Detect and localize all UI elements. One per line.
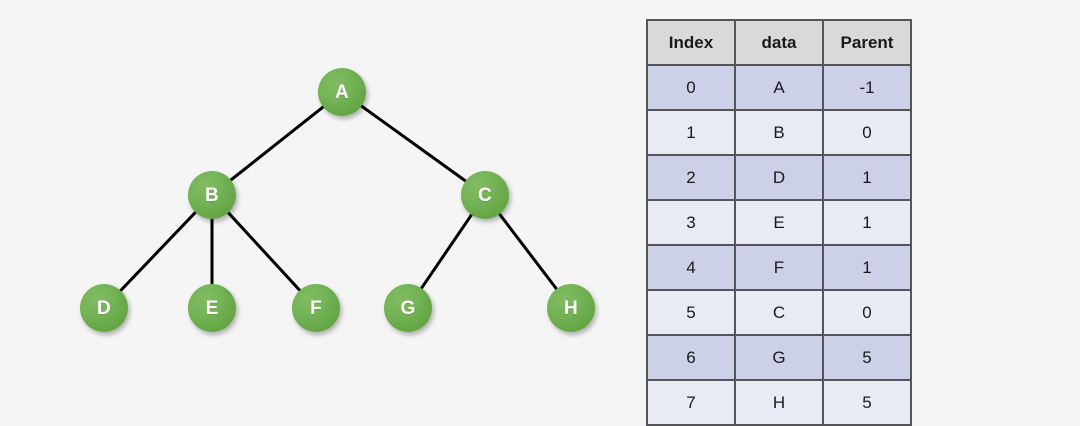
tree-node-e[interactable]: E — [188, 284, 236, 332]
cell-parent: 5 — [822, 379, 912, 426]
tree-node-label: C — [478, 184, 492, 206]
tree-diagram: A B C D E F G H — [80, 68, 595, 332]
tree-node-label: D — [97, 297, 111, 319]
cell-index: 6 — [646, 334, 736, 381]
cell-data: D — [734, 154, 824, 201]
cell-data: B — [734, 109, 824, 156]
cell-index: 4 — [646, 244, 736, 291]
cell-data: H — [734, 379, 824, 426]
tree-edge-b-f — [225, 209, 303, 294]
tree-node-a[interactable]: A — [318, 68, 366, 116]
tree-edge-a-b — [227, 104, 327, 183]
tree-edge-c-h — [496, 211, 560, 292]
tree-node-f[interactable]: F — [292, 284, 340, 332]
cell-parent: 1 — [822, 154, 912, 201]
column-header-index: Index — [646, 19, 736, 66]
cell-data: C — [734, 289, 824, 336]
tree-node-c[interactable]: C — [461, 171, 509, 219]
cell-parent: 1 — [822, 199, 912, 246]
tree-node-label: G — [400, 297, 416, 319]
cell-index: 5 — [646, 289, 736, 336]
cell-data: A — [734, 64, 824, 111]
cell-data: G — [734, 334, 824, 381]
tree-edges-layer — [117, 103, 560, 294]
tree-node-h[interactable]: H — [547, 284, 595, 332]
cell-data: E — [734, 199, 824, 246]
tree-node-d[interactable]: D — [80, 284, 128, 332]
cell-index: 1 — [646, 109, 736, 156]
cell-parent: -1 — [822, 64, 912, 111]
cell-parent: 5 — [822, 334, 912, 381]
cell-data: F — [734, 244, 824, 291]
tree-node-g[interactable]: G — [384, 284, 432, 332]
cell-index: 0 — [646, 64, 736, 111]
tree-edge-b-d — [117, 209, 199, 294]
tree-edge-a-c — [358, 103, 469, 184]
tree-node-b[interactable]: B — [188, 171, 236, 219]
tree-node-label: H — [564, 297, 578, 319]
cell-parent: 1 — [822, 244, 912, 291]
table-header-row: Index data Parent — [646, 19, 912, 66]
cell-index: 7 — [646, 379, 736, 426]
cell-parent: 0 — [822, 109, 912, 156]
tree-node-label: F — [310, 297, 322, 319]
cell-index: 3 — [646, 199, 736, 246]
column-header-data: data — [734, 19, 824, 66]
table-header: Index data Parent — [646, 19, 912, 66]
tree-node-label: B — [205, 184, 219, 206]
column-header-parent: Parent — [822, 19, 912, 66]
tree-node-label: A — [335, 81, 349, 103]
tree-node-label: E — [205, 297, 219, 319]
tree-edge-c-g — [418, 211, 475, 292]
cell-index: 2 — [646, 154, 736, 201]
cell-parent: 0 — [822, 289, 912, 336]
